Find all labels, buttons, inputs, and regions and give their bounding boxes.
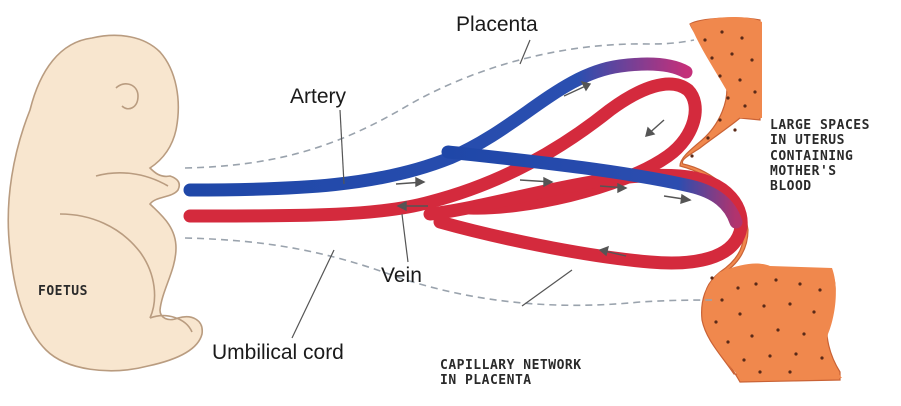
cord-outline-bottom: [185, 238, 712, 305]
label-uterus-line: CONTAINING: [770, 149, 870, 164]
label-uterus-line: BLOOD: [770, 179, 870, 194]
label-vein: Vein: [381, 265, 422, 286]
label-placenta: Placenta: [456, 14, 538, 35]
uterus-wall: [680, 17, 842, 382]
label-umbilical-cord: Umbilical cord: [212, 342, 344, 363]
arrow-6: [664, 195, 690, 203]
leader-vein: [402, 214, 408, 262]
label-capillary-network: CAPILLARY NETWORK IN PLACENTA: [440, 358, 582, 389]
label-capillary-line: IN PLACENTA: [440, 373, 582, 388]
arrow-2: [646, 120, 664, 136]
leader-capillary: [522, 270, 572, 306]
label-capillary-line: CAPILLARY NETWORK: [440, 358, 582, 373]
uterus-lower: [703, 264, 842, 380]
foetus-body: [8, 35, 202, 370]
label-uterus-line: MOTHER'S: [770, 164, 870, 179]
label-foetus: FOETUS: [38, 284, 88, 299]
leader-artery: [340, 110, 344, 184]
foetus: [8, 35, 202, 370]
arrow-4: [520, 178, 552, 186]
label-uterus-spaces: LARGE SPACES IN UTERUS CONTAINING MOTHER…: [770, 118, 870, 195]
leader-placenta: [520, 40, 530, 64]
vessels: [190, 64, 741, 263]
label-uterus-line: LARGE SPACES: [770, 118, 870, 133]
label-artery: Artery: [290, 86, 346, 107]
label-uterus-line: IN UTERUS: [770, 133, 870, 148]
leader-cord: [292, 250, 334, 338]
